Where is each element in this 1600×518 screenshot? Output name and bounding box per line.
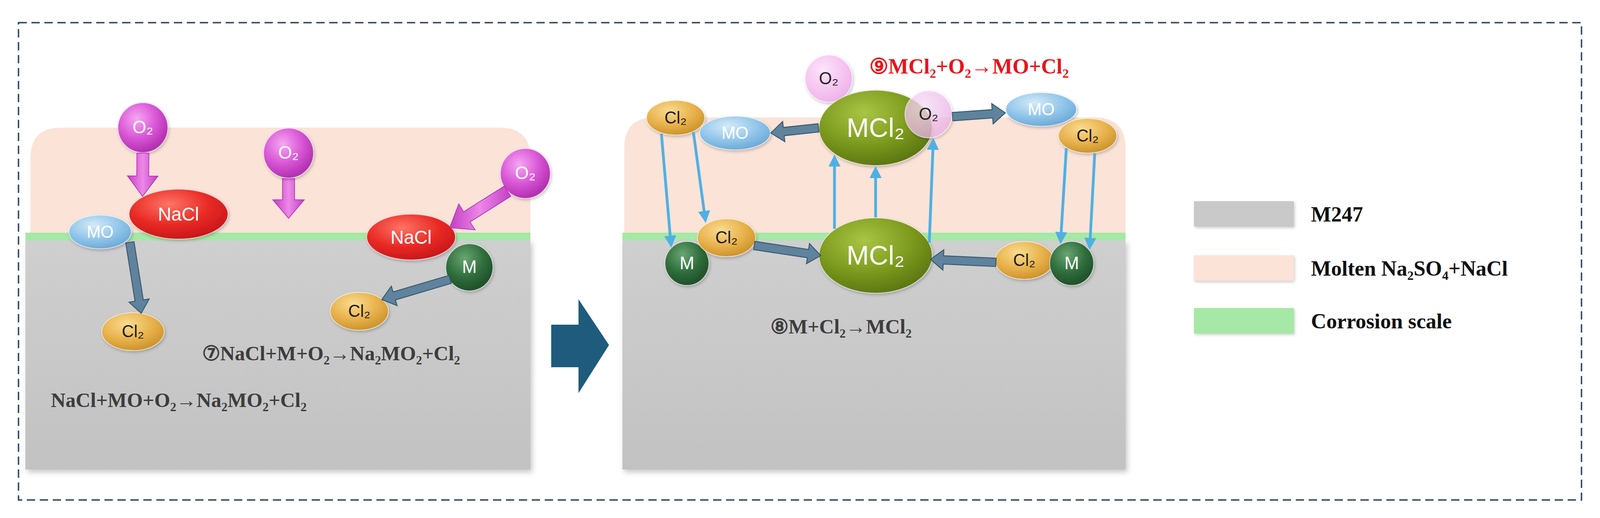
bubble-outline (697, 218, 756, 257)
bubble-outline (68, 215, 132, 249)
bubble-outline (699, 116, 771, 150)
species-label: Cl₂ (1013, 251, 1036, 270)
reaction-equation: ⑦NaCl+M+O₂→Na₂MO₂+Cl₂ (202, 341, 461, 366)
transport-arrow (929, 143, 934, 243)
legend-label: Corrosion scale (1310, 308, 1453, 333)
species-label: O₂ (515, 164, 536, 183)
metal-bubble: M (445, 243, 494, 292)
species-label: Cl₂ (348, 302, 371, 320)
legend-label: M247 (1310, 201, 1363, 227)
reaction-arrow (930, 249, 997, 271)
reaction-arrow (753, 241, 821, 264)
chlorine-bubble: Cl₂ (696, 218, 757, 258)
transport-arrow (1089, 153, 1095, 245)
reaction-arrow (381, 275, 452, 306)
salt-bubble: NaCl (366, 213, 456, 261)
bubble-outline (263, 128, 314, 179)
chloride-bubble: MCl₂ (818, 217, 933, 294)
oxygen-bubble: O₂ (499, 147, 551, 199)
chlorine-bubble: Cl₂ (646, 99, 706, 136)
bubble-outline (818, 217, 933, 294)
transport-arrow (693, 131, 705, 218)
oxygen-bubble: O₂ (904, 90, 953, 139)
bubble-outline (117, 102, 168, 153)
species-label: M (461, 258, 477, 277)
legend-row: M247 (1193, 201, 1600, 227)
species-label: MCl₂ (846, 241, 905, 270)
species-label: MO (86, 223, 114, 241)
species-label: Cl₂ (1076, 127, 1099, 145)
chlorine-bubble: Cl₂ (329, 291, 389, 331)
stage-arrow (551, 299, 610, 394)
bubble-outline (445, 243, 493, 291)
transport-arrow (1060, 147, 1067, 239)
species-label: NaCl (390, 227, 432, 247)
legend-row: Molten Na₂SO₄+NaCl (1193, 255, 1600, 281)
species-label: NaCl (158, 204, 200, 224)
oxygen-bubble: O₂ (263, 127, 314, 179)
oxygen-arrow (272, 178, 305, 219)
bubble-outline (366, 214, 456, 260)
legend-swatch (1193, 201, 1294, 227)
reaction-equation: ⑧M+Cl₂→MCl₂ (770, 314, 912, 339)
species-label: O₂ (818, 69, 839, 88)
legend-swatch (1193, 255, 1294, 281)
oxide-bubble: MO (68, 214, 132, 250)
bubble-outline (904, 90, 953, 138)
bubble-outline (995, 241, 1054, 280)
bubble-outline (805, 55, 853, 103)
bubble-outline (646, 100, 705, 136)
bubble-outline (1058, 118, 1117, 154)
bubble-outline (129, 189, 228, 240)
species-label: MCl₂ (846, 113, 905, 142)
transport-arrow (833, 160, 837, 229)
transport-arrow (874, 171, 878, 218)
legend-label: Molten Na₂SO₄+NaCl (1310, 255, 1508, 281)
species-label: O₂ (278, 143, 299, 163)
oxide-bubble: MO (699, 115, 771, 151)
oxygen-arrow (449, 186, 511, 230)
bubble-outline (330, 292, 389, 331)
species-label: M (679, 254, 695, 273)
reaction-equation: ⑨MCl₂+O₂→MO+Cl₂ (869, 53, 1069, 79)
bubble-outline (500, 148, 551, 199)
species-label: M (1064, 254, 1080, 273)
species-label: MO (721, 124, 749, 142)
reaction-arrow (770, 121, 819, 142)
species-label: Cl₂ (664, 109, 687, 127)
chlorine-bubble: Cl₂ (994, 240, 1054, 280)
salt-bubble: NaCl (128, 188, 229, 240)
chlorine-bubble: Cl₂ (1058, 117, 1118, 154)
oxygen-arrow (127, 153, 159, 197)
transport-arrow (661, 133, 671, 242)
species-label: O₂ (918, 105, 939, 124)
bubble-outline (1005, 92, 1077, 127)
reaction-equation: NaCl+MO+O₂→Na₂MO₂+Cl₂ (50, 388, 307, 413)
oxygen-bubble: O₂ (117, 102, 169, 154)
species-label: MO (1027, 100, 1055, 119)
reaction-arrow (952, 103, 1006, 124)
alloy-substrate (25, 240, 531, 470)
reaction-arrow (125, 241, 150, 314)
dashed-frame (18, 22, 1582, 500)
legend-swatch (1193, 307, 1294, 334)
species-label: Cl₂ (122, 322, 145, 341)
metal-bubble: M (1049, 240, 1095, 286)
bubble-outline (101, 312, 165, 351)
chlorine-bubble: Cl₂ (101, 312, 165, 351)
bubble-outline (1049, 241, 1094, 286)
species-label: Cl₂ (715, 228, 738, 247)
species-label: O₂ (132, 118, 154, 137)
oxide-bubble: MO (1005, 92, 1077, 127)
legend-row: Corrosion scale (1193, 307, 1600, 334)
